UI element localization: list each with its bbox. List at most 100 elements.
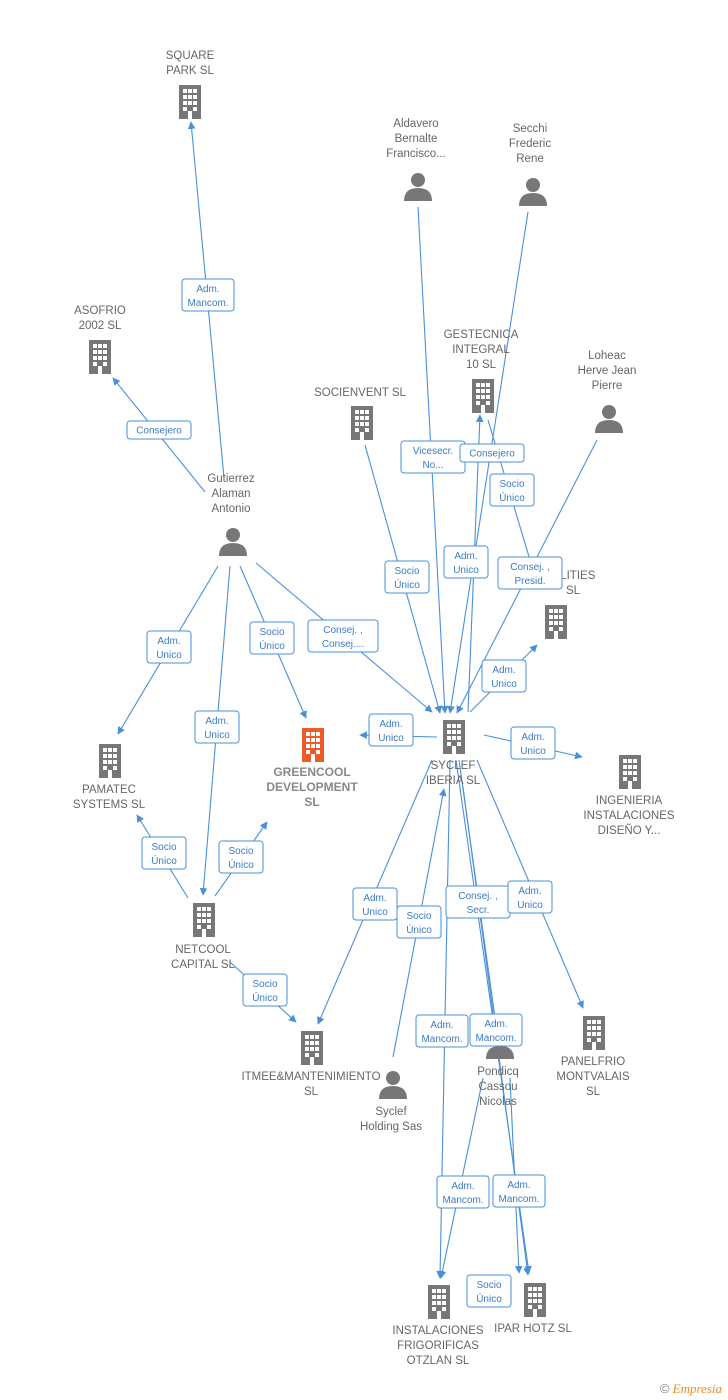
- node-label-line: Bernalte: [395, 133, 438, 145]
- node-label-line: OTZLAN SL: [407, 1355, 470, 1367]
- node-label-ipar: IPAR HOTZ SL: [494, 1323, 572, 1335]
- edge-label-e9: Adm. Unico: [481, 659, 527, 693]
- edge-label-line: Adm.: [451, 1181, 474, 1192]
- edge-label-text: Adm. Mancom.: [442, 1181, 483, 1206]
- edge-label-e25: Adm. Mancom.: [436, 1175, 490, 1209]
- building-icon: [428, 1285, 450, 1319]
- edge-label-line: Consej. ,: [510, 562, 549, 573]
- node-label-line: 2002 SL: [79, 320, 122, 332]
- edge-label-box: [194, 710, 240, 744]
- edge-label-box: [242, 973, 288, 1007]
- building-icon: [193, 903, 215, 937]
- edge-label-line: Mancom.: [442, 1195, 483, 1206]
- node-label-line: Secchi: [513, 123, 548, 135]
- edge-label-box: [510, 726, 556, 760]
- edge-label-text: Consejero: [136, 426, 182, 437]
- edge-label-box: [307, 619, 379, 653]
- node-label-line: Holding Sas: [360, 1121, 422, 1133]
- node-label-line: MONTVALAIS: [556, 1071, 630, 1083]
- edge-label-line: Consej. ,: [323, 625, 362, 636]
- edge-label-line: Unico: [362, 907, 388, 918]
- edge-label-line: Presid.: [514, 576, 545, 587]
- person-icon: [595, 405, 623, 433]
- edge-label-text: Adm. Unico: [491, 665, 517, 690]
- node-label-line: SL: [304, 1086, 319, 1098]
- person-icon: [219, 528, 247, 556]
- building-icon: [545, 605, 567, 639]
- edge-label-text: Adm.Unico: [362, 893, 388, 918]
- person-icon: [404, 173, 432, 201]
- node-itmee[interactable]: ITMEE&MANTENIMIENTO SL: [241, 1031, 381, 1098]
- node-label-line: Francisco...: [386, 148, 445, 160]
- edge-label-e24: Adm.Mancom.: [469, 1013, 523, 1047]
- node-label-line: FRIGORIFICAS: [397, 1340, 479, 1352]
- node-ipar[interactable]: IPAR HOTZ SL: [494, 1283, 572, 1335]
- edge-label-line: Unico: [491, 679, 517, 690]
- edge-label-text: Consej. ,Consej....: [322, 625, 364, 650]
- building-icon: [99, 744, 121, 778]
- edge-label-text: Adm.Mancom.: [187, 284, 228, 309]
- brand-footer[interactable]: ©Empresia: [660, 1381, 722, 1397]
- person-icon: [519, 178, 547, 206]
- node-socienvent[interactable]: SOCIENVENT SL: [314, 387, 407, 440]
- edge-label-line: Socio: [151, 842, 176, 853]
- edge-labels-layer: Adm.Mancom.ConsejeroVicesecr.No...Consej…: [126, 278, 563, 1308]
- edge-label-line: Único: [151, 854, 177, 867]
- edge-label-text: Adm.Unico: [520, 732, 546, 757]
- node-label-line: INGENIERIA: [596, 795, 663, 807]
- node-label-line: SL: [586, 1086, 601, 1098]
- edge-label-e6: Adm.Unico: [443, 545, 489, 579]
- building-icon: [619, 755, 641, 789]
- edge-label-line: Único: [499, 491, 525, 504]
- node-label-line: Nicolas: [479, 1096, 517, 1108]
- node-label-line: ITMEE&MANTENIMIENTO: [241, 1071, 380, 1083]
- node-label-line: Antonio: [211, 503, 250, 515]
- copyright-symbol: ©: [660, 1381, 670, 1396]
- edge-label-line: Adm.: [157, 636, 180, 647]
- edge-label-text: Consej. ,Secr.: [458, 891, 497, 916]
- edge-label-text: Adm.Unico: [453, 551, 479, 576]
- edge-label-e13: Adm.Unico: [368, 713, 414, 747]
- node-label-line: Pondicq: [477, 1066, 519, 1078]
- edge-label-line: Secr.: [467, 905, 490, 916]
- node-label-itmee: ITMEE&MANTENIMIENTO SL: [241, 1071, 380, 1098]
- node-label-socienvent: SOCIENVENT SL: [314, 387, 406, 399]
- edge-label-box: [436, 1175, 490, 1209]
- edge-label-box: [443, 545, 489, 579]
- edge-label-box: [481, 659, 527, 693]
- edge-label-line: Unico: [520, 746, 546, 757]
- edge-label-line: Socio: [259, 627, 284, 638]
- node-label-line: Frederic: [509, 138, 551, 150]
- edge-label-line: Adm.: [492, 665, 515, 676]
- building-icon: [179, 85, 201, 119]
- edge-label-e15: Adm.Unico: [194, 710, 240, 744]
